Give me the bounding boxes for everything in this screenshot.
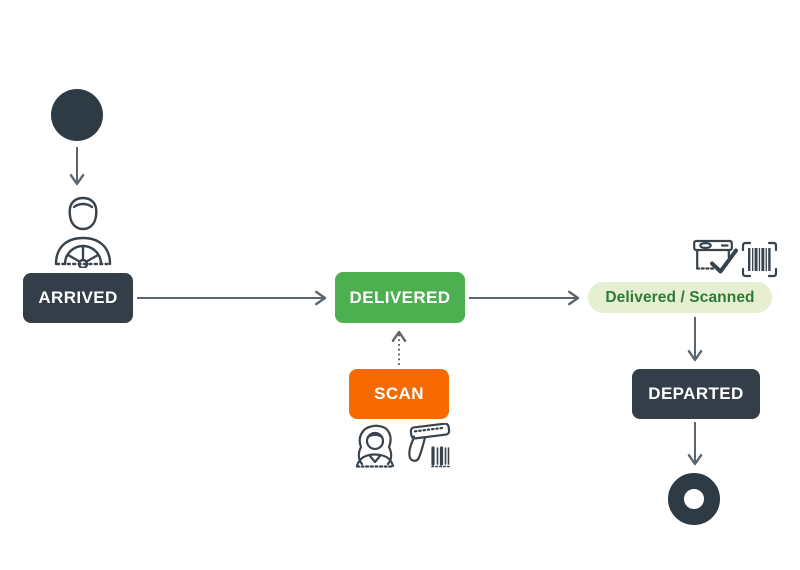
delivered-scanned-badge: Delivered / Scanned	[588, 282, 772, 313]
delivered-label: DELIVERED	[349, 287, 451, 307]
driver-icon	[52, 194, 114, 268]
operator-woman-icon	[354, 423, 396, 468]
departed-node: DEPARTED	[632, 369, 760, 419]
delivered-node: DELIVERED	[335, 272, 465, 323]
departed-label: DEPARTED	[648, 384, 744, 403]
scan-label: SCAN	[374, 384, 424, 403]
start-node	[51, 89, 103, 141]
delivered-scanned-label: Delivered / Scanned	[605, 288, 755, 306]
package-checked-icon	[692, 237, 738, 278]
barcode-scanner-gun-icon	[402, 423, 452, 468]
scan-node: SCAN	[349, 369, 449, 419]
barcode-icon	[741, 241, 778, 278]
arrived-node: ARRIVED	[23, 273, 133, 323]
arrived-label: ARRIVED	[38, 288, 118, 307]
end-node	[668, 473, 720, 525]
